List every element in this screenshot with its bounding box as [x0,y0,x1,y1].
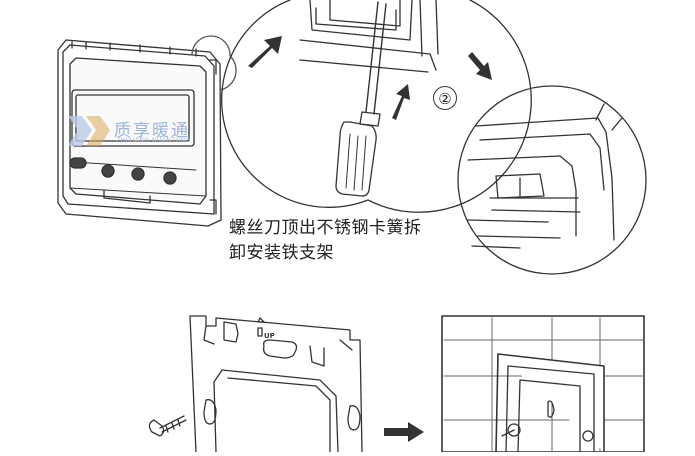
step-number-marker: ② [433,86,457,110]
magnified-detail-right [457,85,647,275]
screw-icon [148,415,187,437]
wall-box-installation [441,315,645,453]
instruction-caption: 螺丝刀顶出不锈钢卡簧拆 卸安装铁支架 [229,216,469,266]
thermostat-device [57,39,222,227]
bracket-up-label: UP [264,332,275,340]
arrow-icon [468,52,492,80]
magnified-detail-top [221,0,532,213]
caption-line-1: 螺丝刀顶出不锈钢卡簧拆 [229,218,422,238]
screwdriver-icon [335,1,387,197]
detail-callout-small [191,35,237,91]
thermostat-buttons [69,157,177,185]
arrow-icon [392,84,410,120]
mounting-bracket [189,315,363,453]
arrow-icon [384,422,424,442]
caption-line-2: 卸安装铁支架 [229,243,334,263]
arrow-icon [248,36,282,68]
